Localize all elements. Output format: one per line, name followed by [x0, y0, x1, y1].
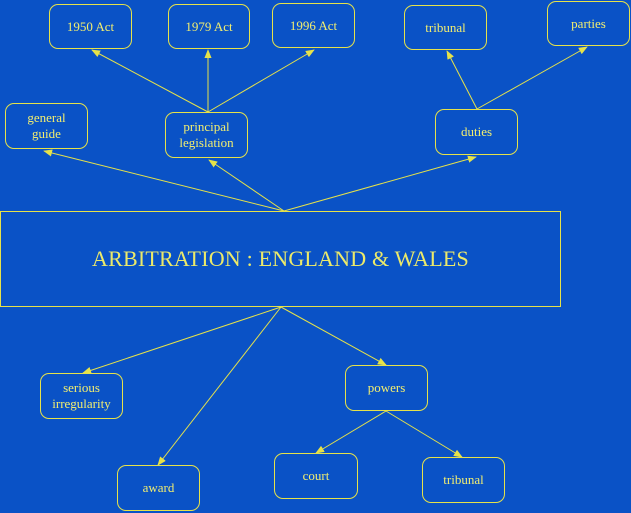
link-duties-parties	[476, 46, 588, 110]
link-powers-court	[315, 410, 387, 454]
node-principal-legislation[interactable]: principal legislation	[165, 112, 248, 158]
node-1950-act-label: 1950 Act	[66, 18, 115, 34]
link-main-powers	[280, 306, 387, 366]
link-powers-tribunal	[385, 410, 463, 458]
node-1996-act-label: 1996 Act	[289, 17, 338, 33]
node-serious-irregularity-label: serious irregularity	[52, 380, 111, 411]
node-powers-label: powers	[367, 380, 406, 395]
node-powers[interactable]: powers	[345, 365, 428, 411]
node-general-guide-label: general guide	[27, 110, 66, 141]
node-court[interactable]: court	[274, 453, 358, 499]
node-tribunal-bottom-label: tribunal	[443, 472, 484, 487]
node-1996-act[interactable]: 1996 Act	[272, 3, 355, 48]
node-general-guide[interactable]: general guide	[5, 103, 88, 149]
node-serious-irregularity[interactable]: serious irregularity	[40, 373, 123, 419]
node-1979-act[interactable]: 1979 Act	[168, 4, 250, 49]
node-1950-act[interactable]: 1950 Act	[49, 4, 132, 49]
link-main-award	[157, 306, 282, 466]
node-duties-label: duties	[460, 124, 493, 139]
link-main-serious-irregularity	[82, 306, 282, 374]
node-tribunal-top-label: tribunal	[425, 19, 466, 35]
link-duties-tribunal	[446, 50, 478, 110]
node-1979-act-label: 1979 Act	[185, 18, 233, 34]
central-topic-label: ARBITRATION : ENGLAND & WALES	[92, 246, 469, 271]
node-court-label: court	[302, 468, 330, 483]
node-parties[interactable]: parties	[547, 1, 630, 46]
node-parties-label: parties	[571, 15, 606, 31]
node-award-label: award	[142, 480, 175, 495]
link-main-general-guide	[43, 149, 285, 212]
node-tribunal-top[interactable]: tribunal	[404, 5, 487, 50]
node-tribunal-bottom[interactable]: tribunal	[422, 457, 505, 503]
node-award[interactable]: award	[117, 465, 200, 511]
link-legislation-1950	[91, 49, 209, 113]
node-duties[interactable]: duties	[435, 109, 518, 155]
link-legislation-1996	[207, 49, 315, 113]
node-principal-legislation-label: principal legislation	[179, 119, 234, 150]
link-main-duties	[283, 155, 477, 212]
link-main-principal-legislation	[208, 159, 285, 212]
central-topic-box[interactable]: ARBITRATION : ENGLAND & WALES	[0, 211, 561, 307]
